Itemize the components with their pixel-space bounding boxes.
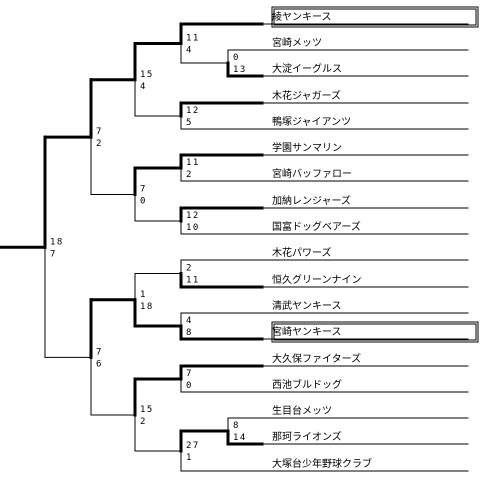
score-bottom: 2 xyxy=(140,417,147,427)
score-bottom: 2 xyxy=(186,170,193,180)
match-m2: 814 xyxy=(226,417,264,446)
score-bottom: 4 xyxy=(186,46,193,56)
score-top: 7 xyxy=(96,127,103,137)
score-top: 12 xyxy=(186,106,200,116)
team-row: 加納レンジャーズ xyxy=(272,194,351,207)
match-m7: 211 xyxy=(179,259,264,289)
match-m9: 70 xyxy=(179,364,264,393)
match-m16: 76 xyxy=(89,298,137,416)
team-row: 西池ブルドッグ xyxy=(272,378,342,391)
score-bottom: 1 xyxy=(186,453,193,463)
score-top: 27 xyxy=(186,441,200,451)
match-m5: 112 xyxy=(179,153,264,182)
team-row: 宮崎ヤンキース xyxy=(271,321,479,343)
match-m15: 72 xyxy=(89,78,137,195)
score-top: 7 xyxy=(186,369,193,379)
score-top: 4 xyxy=(186,316,193,326)
team-name: 木花パワーズ xyxy=(272,246,332,259)
score-top: 15 xyxy=(140,405,154,415)
score-top: 12 xyxy=(186,211,200,221)
score-top: 18 xyxy=(50,237,64,247)
match-m10: 271 xyxy=(179,429,263,472)
champion-box-inner xyxy=(273,8,477,26)
team-name: 宮崎ヤンキース xyxy=(272,325,342,338)
score-bottom: 7 xyxy=(50,249,57,259)
team-row: 大久保ファイターズ xyxy=(272,352,361,365)
team-row: 木花パワーズ xyxy=(272,246,332,259)
team-name: 学園サンマリン xyxy=(272,141,342,154)
team-name: 恒久グリーンナイン xyxy=(272,273,362,286)
score-bottom: 11 xyxy=(186,276,200,286)
team-name: 大塚台少年野球クラブ xyxy=(272,457,372,470)
team-row: 生目台メッツ xyxy=(272,404,332,417)
team-name: 那珂ライオンズ xyxy=(272,430,342,443)
champion-box xyxy=(271,6,479,28)
score-bottom: 4 xyxy=(140,82,147,92)
team-name: 大淀イーグルス xyxy=(272,62,342,75)
score-top: 1 xyxy=(140,290,147,300)
score-bottom: 8 xyxy=(186,328,193,338)
score-bottom: 10 xyxy=(186,223,200,233)
match-m3: 114 xyxy=(179,22,264,64)
team-name: 宮崎メッツ xyxy=(272,36,322,49)
team-row: 綾ヤンキース xyxy=(271,6,479,28)
score-bottom: 6 xyxy=(96,359,103,369)
score-top: 0 xyxy=(233,53,240,63)
score-top: 7 xyxy=(140,185,147,195)
team-row: 恒久グリーンナイン xyxy=(272,273,362,286)
score-bottom: 18 xyxy=(140,302,154,312)
match-m11: 154 xyxy=(133,42,183,117)
team-name: 綾ヤンキース xyxy=(272,10,332,23)
team-name: 宮崎バッファロー xyxy=(272,167,352,180)
champion-box xyxy=(271,321,479,343)
team-row: 宮崎メッツ xyxy=(272,36,322,49)
team-row: 国富ドッグベアーズ xyxy=(272,220,361,233)
team-row: 大塚台少年野球クラブ xyxy=(272,457,372,470)
score-top: 7 xyxy=(96,347,103,357)
team-row: 大淀イーグルス xyxy=(272,62,342,75)
team-name: 木花ジャガーズ xyxy=(272,89,341,102)
team-name: 大久保ファイターズ xyxy=(272,352,361,365)
team-name: 鴨塚ジャイアンツ xyxy=(272,115,351,128)
score-top: 2 xyxy=(186,264,193,274)
score-bottom: 0 xyxy=(186,381,193,391)
match-m1: 013 xyxy=(226,49,264,78)
match-m8: 48 xyxy=(179,312,264,341)
score-bottom: 13 xyxy=(233,65,247,75)
score-bottom: 5 xyxy=(186,118,193,128)
team-row: 宮崎バッファロー xyxy=(272,167,352,180)
score-top: 15 xyxy=(140,70,154,80)
team-name: 西池ブルドッグ xyxy=(272,378,342,391)
team-name: 生目台メッツ xyxy=(272,404,332,417)
score-top: 8 xyxy=(233,421,240,431)
score-bottom: 14 xyxy=(233,433,247,443)
team-row: 清武ヤンキース xyxy=(272,299,342,312)
match-m13: 118 xyxy=(133,273,183,328)
match-m17: 187 xyxy=(43,135,93,358)
score-bottom: 2 xyxy=(96,139,103,149)
score-bottom: 0 xyxy=(140,197,147,207)
match-m4: 125 xyxy=(179,101,264,130)
team-name: 清武ヤンキース xyxy=(272,299,342,312)
match-m12: 70 xyxy=(133,166,183,222)
champion-box-inner xyxy=(273,323,477,341)
match-m14: 152 xyxy=(133,377,183,452)
team-name: 加納レンジャーズ xyxy=(272,194,351,207)
team-row: 鴨塚ジャイアンツ xyxy=(272,115,351,128)
team-row: 学園サンマリン xyxy=(272,141,342,154)
score-top: 11 xyxy=(186,34,200,44)
score-top: 11 xyxy=(186,158,200,168)
team-row: 木花ジャガーズ xyxy=(272,89,341,102)
team-row: 那珂ライオンズ xyxy=(272,430,342,443)
team-name: 国富ドッグベアーズ xyxy=(272,220,361,233)
